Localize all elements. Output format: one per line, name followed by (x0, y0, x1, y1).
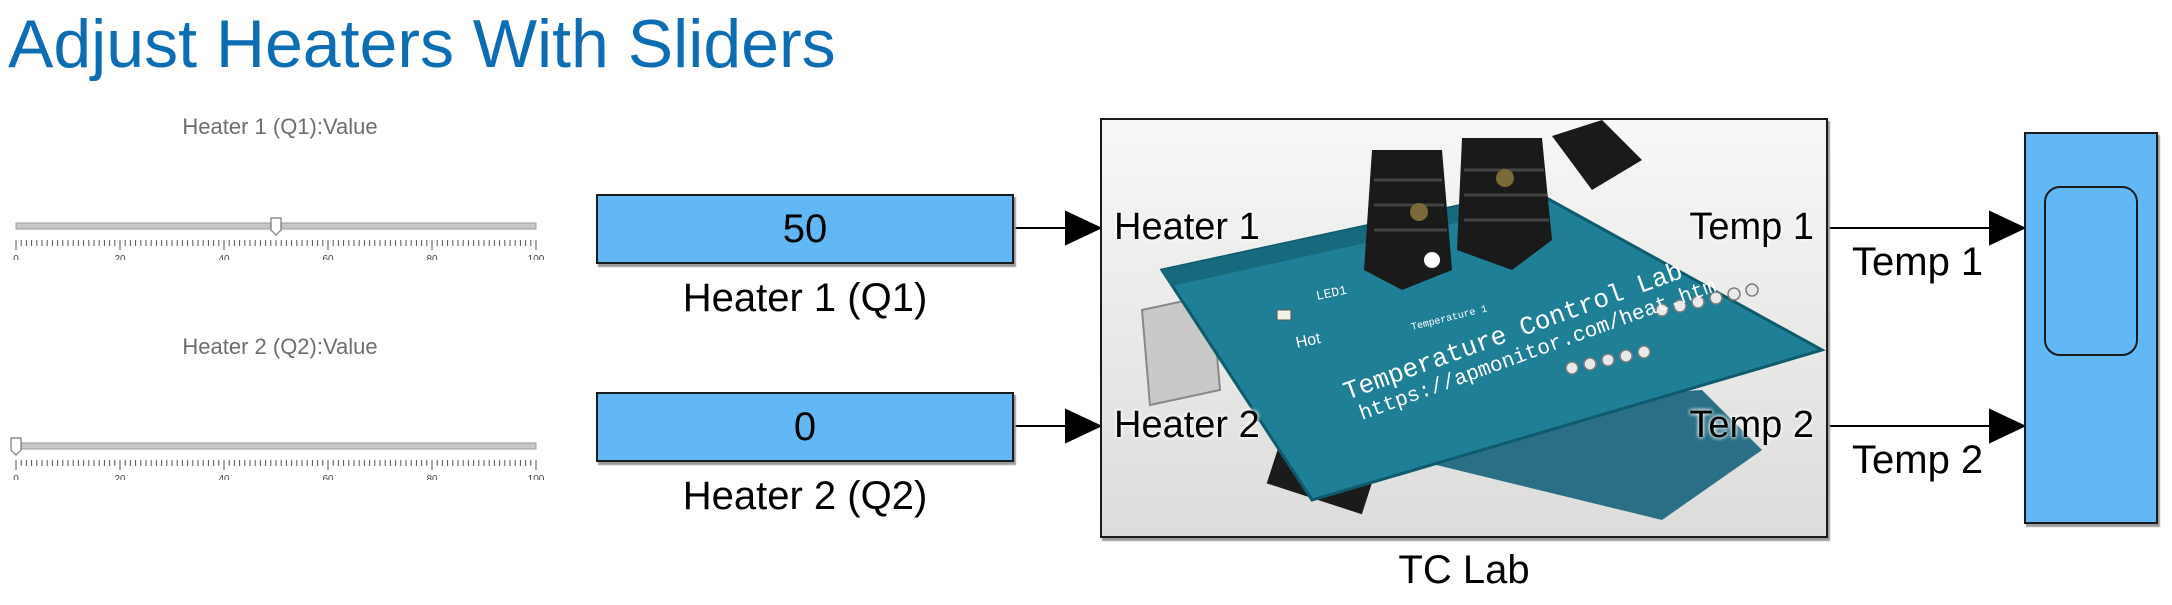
slider-1[interactable]: 0 20 40 60 80 100 (0, 210, 560, 260)
slider-tick-label: 80 (426, 254, 438, 260)
arrow-temp-1 (1989, 210, 2027, 246)
slider-2[interactable]: 0 20 40 60 80 100 (0, 430, 560, 480)
slider-tick-label: 0 (13, 474, 19, 480)
slider-tick-label: 100 (528, 254, 545, 260)
tclab-label: TC Lab (1398, 548, 1530, 592)
svg-text:LED1: LED1 (1315, 283, 1349, 304)
slider-thumb (270, 217, 282, 236)
slider-tick-label: 20 (114, 254, 126, 260)
tclab-output-port-1: Temp 1 (1689, 206, 1814, 248)
slider-tick-label: 60 (322, 254, 334, 260)
tclab-block[interactable]: Hot LED1 Temperature 1 Temperature Contr… (1100, 118, 1828, 538)
constant-label-2: Heater 2 (Q2) (682, 474, 928, 518)
slider-tick-label: 40 (218, 474, 230, 480)
constant-value-1: 50 (782, 206, 828, 251)
constant-block-heater-2[interactable]: 0 (596, 392, 1014, 462)
constant-block-heater-1[interactable]: 50 (596, 194, 1014, 264)
tclab-output-port-2: Temp 2 (1689, 404, 1814, 446)
constant-label-1: Heater 1 (Q1) (682, 276, 928, 320)
constant-value-2: 0 (793, 404, 817, 449)
tclab-board-image: Hot LED1 Temperature 1 Temperature Contr… (1102, 120, 1826, 536)
tclab-input-port-1: Heater 1 (1114, 206, 1260, 248)
arrow-temp-2 (1989, 408, 2027, 444)
signal-label-temp-2: Temp 2 (1852, 438, 1984, 482)
tclab-input-port-2: Heater 2 (1114, 404, 1260, 446)
slider-tick-label: 40 (218, 254, 230, 260)
slider-tick-label: 80 (426, 474, 438, 480)
slider-thumb (10, 437, 22, 456)
svg-text:Hot: Hot (1294, 330, 1322, 352)
signal-label-temp-1: Temp 1 (1852, 240, 1984, 284)
arrow-heater-1 (1065, 210, 1103, 246)
slider-tick-label: 100 (528, 474, 545, 480)
slider-tick-label: 20 (114, 474, 126, 480)
slider-2-label: Heater 2 (Q2):Value (182, 334, 378, 359)
scope-screen-icon (2044, 186, 2138, 356)
slider-tick-label: 0 (13, 254, 19, 260)
scope-block[interactable] (2024, 132, 2158, 524)
slider-1-label: Heater 1 (Q1):Value (182, 114, 378, 139)
slider-tick-label: 60 (322, 474, 334, 480)
arrow-heater-2 (1065, 408, 1103, 444)
page-title: Adjust Heaters With Sliders (8, 6, 836, 82)
